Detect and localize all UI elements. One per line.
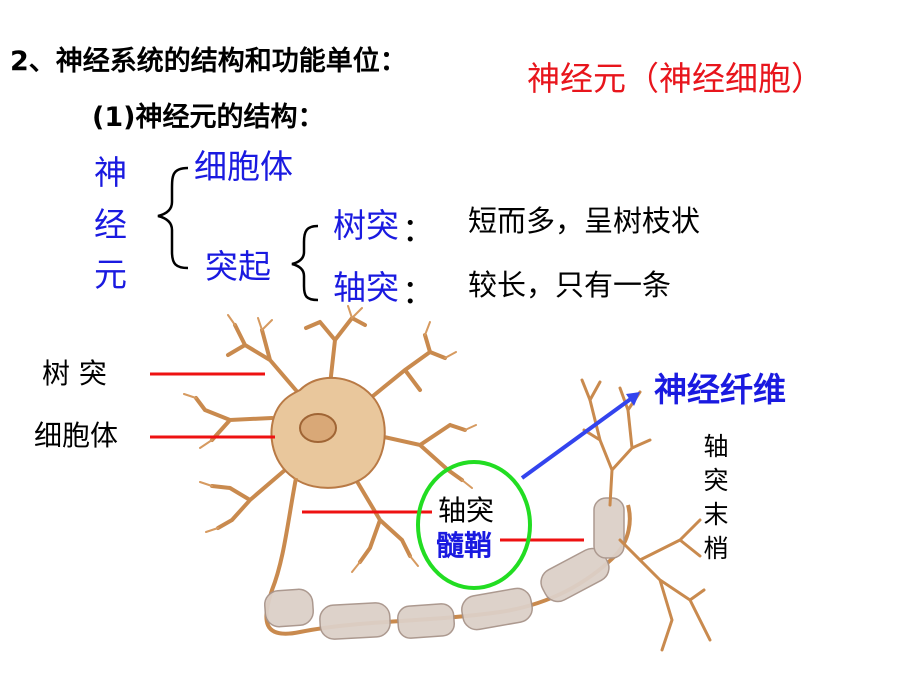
dendrite-colon: ： bbox=[402, 210, 435, 249]
myelin-sheath bbox=[263, 497, 625, 640]
left-brace bbox=[157, 166, 189, 270]
nucleus-shape bbox=[299, 413, 337, 443]
dendrite-branch: 树突 bbox=[333, 206, 399, 245]
myelin-label: 髓鞘 bbox=[436, 529, 493, 562]
root-char-3: 元 bbox=[94, 255, 127, 294]
nerve-fiber-arrow bbox=[520, 396, 634, 480]
root-char-2: 经 bbox=[94, 205, 127, 244]
answer-text: 神经元（神经细胞） bbox=[527, 59, 824, 98]
axon-terminal-label: 轴突末梢 bbox=[703, 432, 729, 563]
cell-body-branch: 细胞体 bbox=[194, 147, 293, 186]
axon-terminals bbox=[580, 378, 712, 652]
highlight-circle bbox=[416, 460, 532, 590]
cell-body-label: 细胞体 bbox=[34, 419, 119, 452]
nerve-fiber-arrowhead bbox=[626, 392, 640, 406]
nerve-fiber-label: 神经纤维 bbox=[654, 370, 786, 409]
slide-title: 2、神经系统的结构和功能单位： bbox=[10, 46, 407, 77]
root-char-1: 神 bbox=[94, 153, 127, 192]
dendrite-twigs bbox=[183, 305, 477, 573]
axon-description: 较长，只有一条 bbox=[468, 268, 672, 302]
process-branch: 突起 bbox=[205, 247, 271, 286]
dendrite-label: 树 突 bbox=[42, 357, 107, 390]
dendrites bbox=[194, 316, 467, 564]
axon-label: 轴突 bbox=[438, 494, 495, 527]
right-brace bbox=[291, 224, 319, 302]
axon-branch: 轴突 bbox=[333, 268, 399, 307]
dendrite-description: 短而多，呈树枝状 bbox=[468, 204, 701, 238]
section-subtitle: (1)神经元的结构： bbox=[92, 102, 325, 133]
axon-colon: ： bbox=[402, 272, 435, 311]
